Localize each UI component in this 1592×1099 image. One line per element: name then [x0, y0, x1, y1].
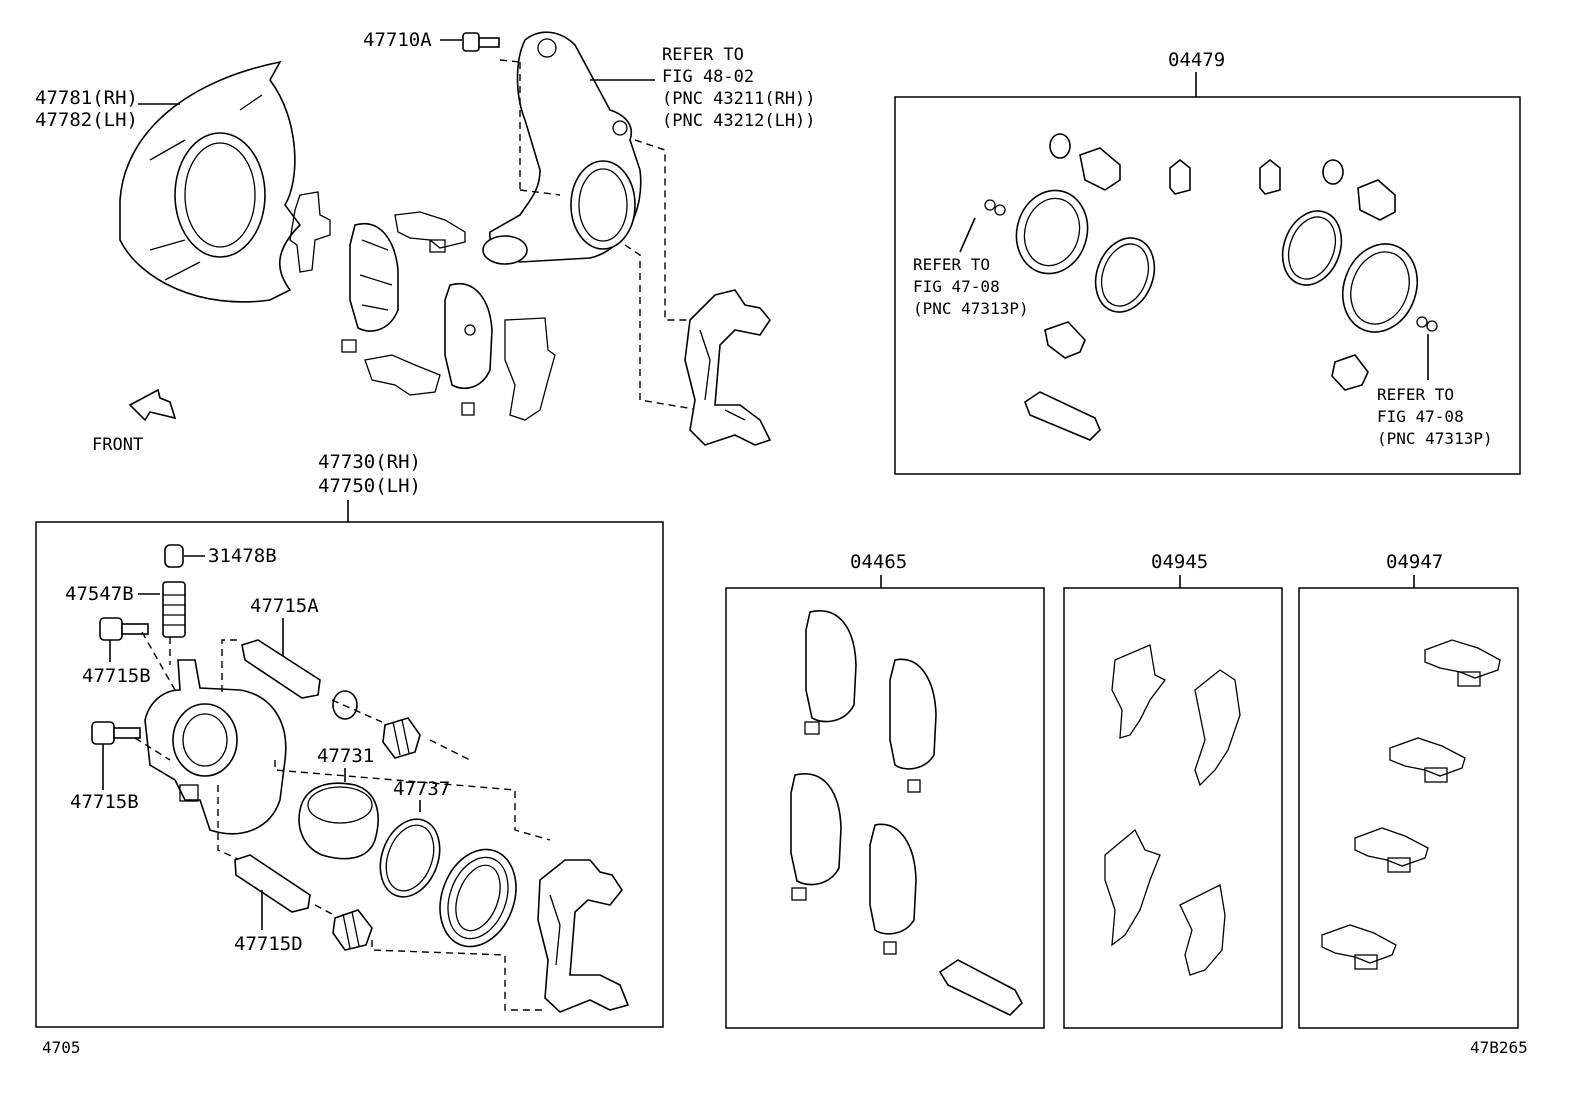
pad-clip-top-part[interactable] [394, 211, 466, 253]
label-47730: 47730(RH) [318, 451, 421, 473]
front-arrow-icon [128, 388, 177, 422]
clip-kit-box [1298, 587, 1519, 1029]
slide-pin-47715a-part[interactable] [241, 639, 321, 699]
shim-kit-parts[interactable] [1104, 644, 1241, 976]
label-47547b: 47547B [65, 583, 134, 605]
ref-left-line2: FIG 47-08 [913, 277, 1000, 296]
caliper-mount-top-part[interactable] [684, 289, 772, 446]
dust-cover-part[interactable] [119, 60, 302, 303]
caliper-assembly-box [35, 521, 664, 1028]
ref-right-line2: FIG 47-08 [1377, 407, 1464, 426]
knuckle-ref-line1: REFER TO [662, 45, 744, 65]
bleeder-plug-part[interactable] [162, 581, 186, 638]
label-47737: 47737 [393, 778, 450, 800]
seal-kit-parts[interactable] [984, 133, 1438, 441]
label-04945: 04945 [1151, 551, 1208, 573]
knuckle-ref-line4: (PNC 43212(LH)) [662, 111, 816, 131]
ref-left-line3: (PNC 47313P) [913, 299, 1029, 318]
label-47715d: 47715D [234, 933, 303, 955]
pad-kit-box [725, 587, 1045, 1029]
knuckle-ref-line2: FIG 48-02 [662, 67, 754, 87]
piston-part[interactable] [298, 782, 379, 860]
label-47781: 47781(RH) [35, 87, 138, 109]
bolt-47715b-top-part[interactable] [99, 617, 149, 641]
caliper-mount-bottom-part[interactable] [537, 859, 630, 1013]
ref-left-line1: REFER TO [913, 255, 990, 274]
bolt-47715b-bottom-part[interactable] [91, 721, 141, 745]
steering-knuckle-part[interactable] [482, 31, 642, 265]
label-47715b-bottom: 47715B [70, 791, 139, 813]
label-47715b-top: 47715B [82, 665, 151, 687]
footer-left-code: 4705 [42, 1038, 81, 1057]
ref-right-line1: REFER TO [1377, 385, 1454, 404]
label-04479: 04479 [1168, 49, 1225, 71]
label-47782: 47782(LH) [35, 109, 138, 131]
cylinder-boot-part[interactable] [427, 839, 529, 958]
label-04465: 04465 [850, 551, 907, 573]
brake-pad-top-left-part[interactable] [349, 222, 399, 332]
label-04947: 04947 [1386, 551, 1443, 573]
pad-kit-parts[interactable] [790, 610, 1023, 1016]
ref-right-line3: (PNC 47313P) [1377, 429, 1493, 448]
label-front: FRONT [92, 435, 143, 455]
pin-boot-bottom-part[interactable] [332, 909, 373, 951]
anti-squeal-shim-top-part[interactable] [289, 191, 331, 273]
knuckle-ref-line3: (PNC 43211(RH)) [662, 89, 816, 109]
pad-clip-bottom-part[interactable] [341, 339, 475, 416]
label-47715a: 47715A [250, 595, 319, 617]
slide-pin-47715d-part[interactable] [234, 854, 311, 913]
brake-pad-top-right-part[interactable] [444, 282, 493, 389]
label-47731: 47731 [317, 745, 374, 767]
caliper-body-part[interactable] [144, 659, 287, 835]
anti-squeal-shim-top-right-part[interactable] [504, 317, 556, 421]
clip-kit-parts[interactable] [1321, 639, 1501, 970]
bleeder-cap-part[interactable] [164, 544, 184, 568]
footer-right-code: 47B265 [1470, 1038, 1528, 1057]
seal-kit-box [894, 96, 1521, 475]
pin-boot-top-part[interactable] [382, 717, 421, 759]
bolt-47710a-part[interactable] [462, 32, 500, 52]
label-31478b: 31478B [208, 545, 277, 567]
label-47710a: 47710A [363, 29, 432, 51]
label-47750: 47750(LH) [318, 475, 421, 497]
piston-seal-part[interactable] [370, 811, 450, 905]
shim-kit-box [1063, 587, 1283, 1029]
